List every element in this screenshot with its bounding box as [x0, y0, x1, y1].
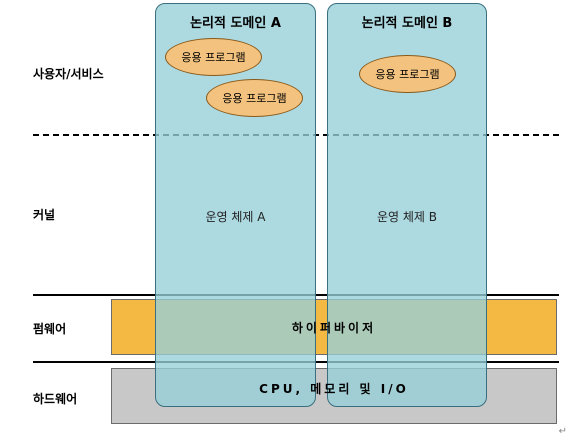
layer-label-user-services: 사용자/서비스 — [33, 67, 104, 81]
hypervisor-label: 하이퍼바이저 — [291, 320, 377, 335]
hypervisor-label-wrap: 하이퍼바이저 — [111, 299, 557, 355]
domain-a-os-label: 운영 체제 A — [205, 210, 266, 224]
logical-domain-b: 논리적 도메인 B 운영 체제 B — [327, 3, 487, 407]
domain-b-os-label: 운영 체제 B — [376, 210, 438, 224]
layer-label-kernel: 커널 — [33, 208, 56, 222]
layer-label-firmware: 펌웨어 — [33, 322, 67, 336]
layer-label-hardware: 하드웨어 — [33, 392, 78, 406]
return-mark: ↵ — [558, 426, 567, 437]
domain-b-title: 논리적 도메인 B — [361, 16, 453, 31]
domain-a-title: 논리적 도메인 A — [190, 16, 281, 31]
hardware-label-wrap: CPU, 메모리 및 I/O — [111, 368, 557, 408]
domain-b-app-1: 응용 프로그램 — [359, 55, 456, 93]
domain-a-app-1: 응용 프로그램 — [165, 38, 262, 76]
domain-a-app-2: 응용 프로그램 — [206, 79, 303, 117]
hardware-resources-label: CPU, 메모리 및 I/O — [259, 381, 409, 396]
